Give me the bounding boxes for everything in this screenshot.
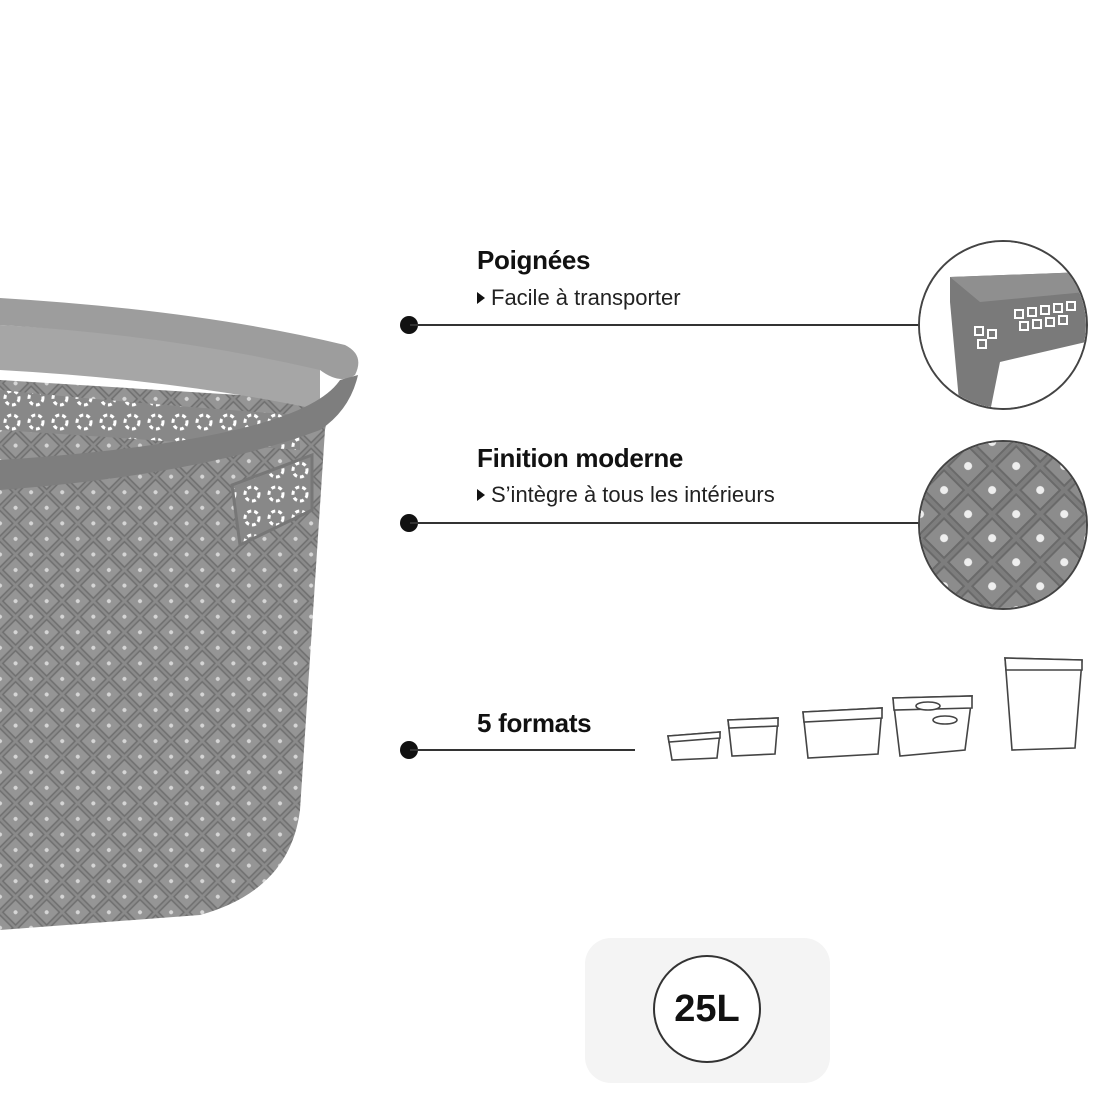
feature-title-modern-finish: Finition moderne: [477, 443, 684, 473]
size-formats-icons: [667, 657, 1083, 761]
feature-subtitle-modern-finish: S’intègre à tous les intérieurs: [477, 482, 775, 508]
callout-dot: [400, 514, 418, 532]
basket-product-image: [0, 298, 359, 930]
feature-subtitle-handles: Facile à transporter: [477, 285, 681, 311]
capacity-badge: 25L: [653, 955, 761, 1063]
bullet-triangle-icon: [477, 489, 485, 501]
handle-closeup-image: [918, 240, 1088, 410]
feature-subtitle-text: S’intègre à tous les intérieurs: [491, 482, 775, 507]
callout-dot: [400, 316, 418, 334]
feature-title-handles: Poignées: [477, 245, 591, 275]
callout-line: [410, 324, 920, 326]
callout-line: [410, 522, 920, 524]
pattern-closeup-image: [918, 440, 1088, 610]
callout-dot: [400, 741, 418, 759]
feature-title-formats: 5 formats: [477, 708, 592, 738]
callout-line: [410, 749, 635, 751]
feature-subtitle-text: Facile à transporter: [491, 285, 681, 310]
bullet-triangle-icon: [477, 292, 485, 304]
